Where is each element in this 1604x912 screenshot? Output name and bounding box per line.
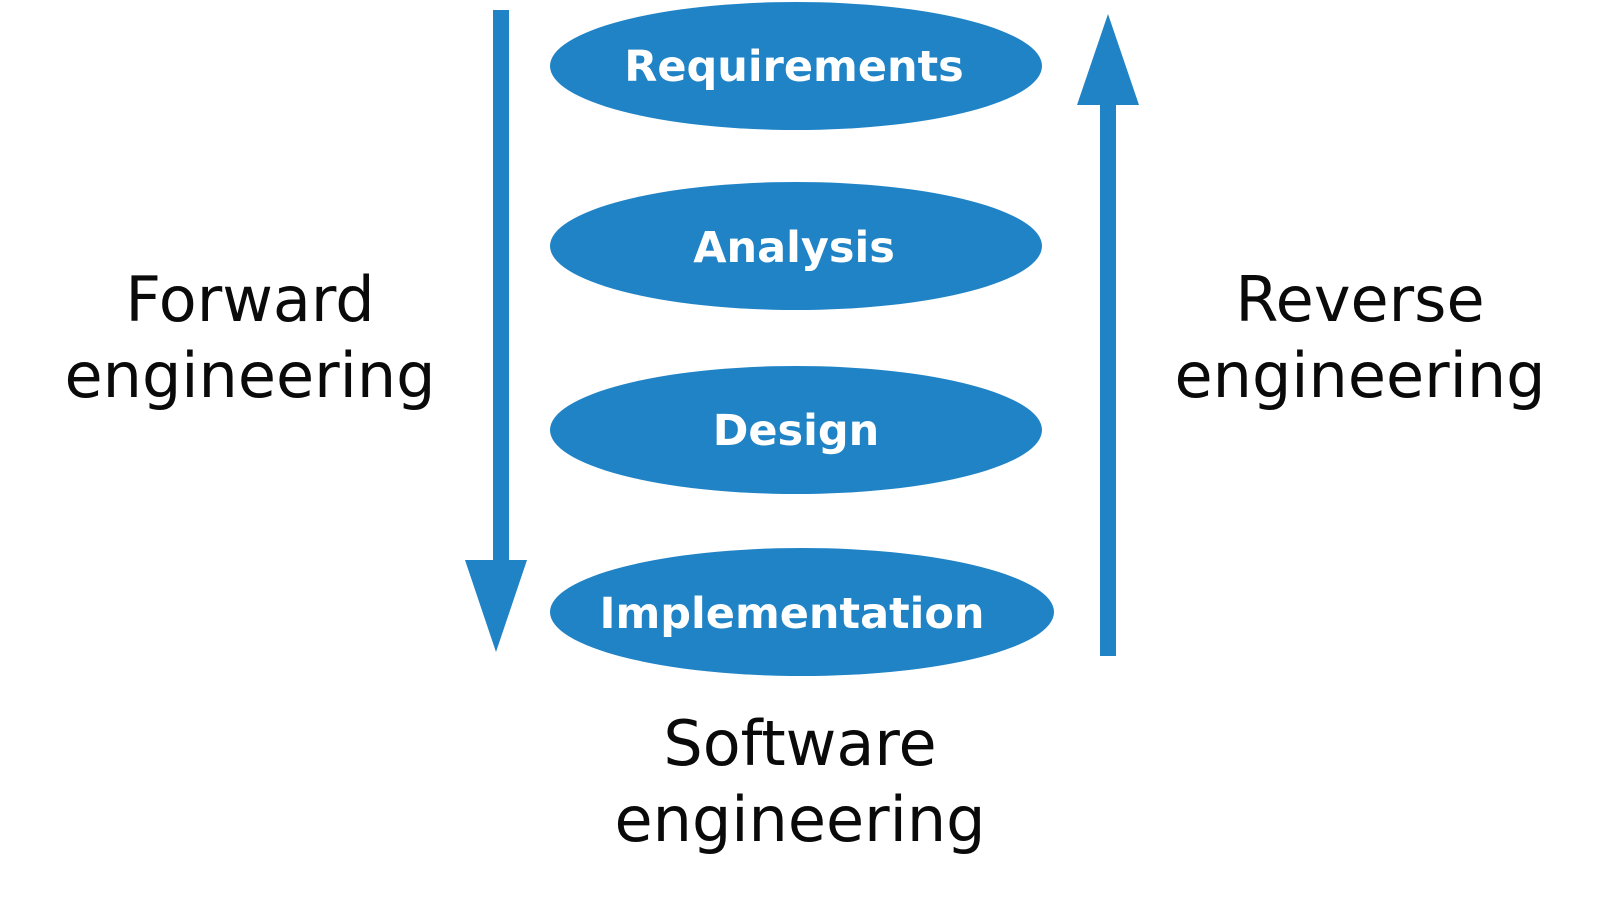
stage-ellipse [550,548,1054,676]
reverse-label-line2: engineering [1174,339,1546,412]
forward-arrow [465,10,527,652]
forward-arrow-head [465,560,527,652]
reverse-engineering-label: Reverse engineering [1130,262,1590,414]
reverse-arrow-shaft [1100,100,1116,656]
forward-label-line1: Forward [125,263,375,336]
stage-label: Implementation [599,589,984,639]
stage-ellipse [550,366,1042,494]
stage-analysis: Analysis [550,182,1042,310]
stage-design: Design [550,366,1042,494]
stage-requirements: Requirements [550,2,1042,130]
reverse-arrow [1077,14,1139,656]
reverse-arrow-head [1077,14,1139,105]
software-label-line1: Software [663,707,937,780]
forward-arrow-shaft [493,10,509,565]
stage-ellipse [550,2,1042,130]
software-engineering-label: Software engineering [560,706,1040,858]
stage-label: Analysis [693,223,895,273]
forward-label-line2: engineering [64,339,436,412]
software-label-line2: engineering [614,783,986,856]
stage-label: Design [713,406,880,456]
forward-engineering-label: Forward engineering [20,262,480,414]
reverse-label-line1: Reverse [1235,263,1485,336]
stage-implementation: Implementation [550,548,1054,676]
stage-ellipse [550,182,1042,310]
stage-label: Requirements [624,42,964,92]
